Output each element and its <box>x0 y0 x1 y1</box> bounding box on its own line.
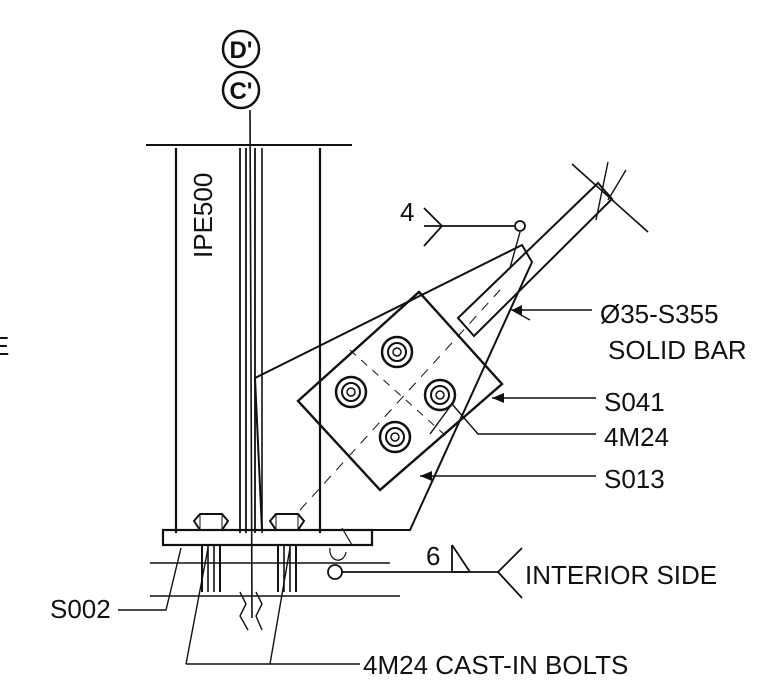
plate-s002-label: S002 <box>50 594 111 624</box>
upper-weld-size: 4 <box>400 197 414 227</box>
upper-weld-symbol <box>423 207 526 269</box>
splice-plate-s041 <box>296 290 504 492</box>
grid-bubble-d: D' <box>221 29 261 69</box>
lower-weld-symbol <box>327 544 523 599</box>
svg-text:C': C' <box>229 78 252 105</box>
interior-side-label: INTERIOR SIDE <box>525 560 717 590</box>
cast-in-bolts-label: 4M24 CAST-IN BOLTS <box>363 650 628 680</box>
anchor-bolts <box>192 513 306 631</box>
plate-s041-label: S041 <box>604 387 665 417</box>
grid-line <box>249 109 253 619</box>
beam-label: IPE500 <box>188 173 218 258</box>
lower-weld-size: 6 <box>426 541 440 571</box>
grid-bubble-c: C' <box>221 70 261 110</box>
leader-lines <box>118 305 596 665</box>
edge-character: E <box>0 331 9 361</box>
solid-bar-label-2: SOLID BAR <box>608 335 747 365</box>
plate-bolts-group <box>334 335 457 454</box>
base-plate-s002 <box>161 528 374 547</box>
svg-text:D': D' <box>229 37 252 64</box>
bolts-label: 4M24 <box>604 422 669 452</box>
solid-bar <box>456 161 649 338</box>
column-ipe500 <box>146 144 352 533</box>
solid-bar-label-1: Ø35-S355 <box>600 299 719 329</box>
plate-s013-label: S013 <box>604 464 665 494</box>
